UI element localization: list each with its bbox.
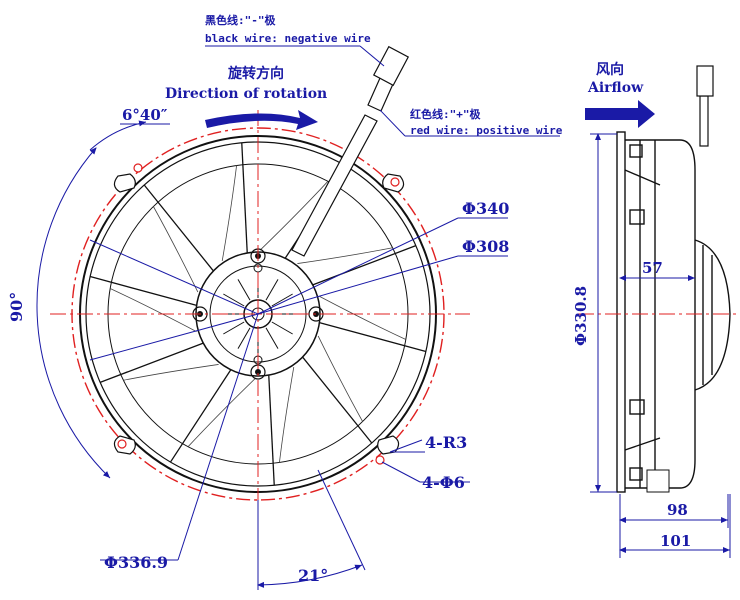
hub-bosses (192, 248, 324, 380)
angle-mount-arc (89, 120, 147, 151)
dia-330-label: Φ330.8 (572, 286, 590, 346)
blade (279, 366, 295, 463)
hub-rib (265, 279, 279, 301)
black-wire-en-label: black wire: negative wire (205, 32, 371, 45)
airflow-en-label: Airflow (587, 80, 644, 96)
blade (123, 364, 219, 381)
hole-leaders (381, 439, 470, 483)
red-wire-cn-label: 红色线:"+"极 (410, 107, 481, 121)
angle-21-label: 21° (298, 566, 328, 585)
blade (187, 377, 257, 447)
spoke (268, 375, 275, 486)
red-wire-en-label: red wire: positive wire (410, 124, 563, 137)
angle-mount-label: 6°40″ (122, 106, 168, 124)
spoke (241, 142, 248, 253)
spoke (99, 342, 204, 383)
spoke (312, 245, 417, 286)
blade (221, 165, 237, 262)
depth-57-label: 57 (642, 259, 663, 277)
hub-rib (271, 293, 293, 307)
dia-336-label: Φ336.9 (104, 553, 168, 572)
hub-rib (271, 321, 293, 335)
spoke (143, 184, 214, 272)
angle-90-label: 90° (7, 292, 26, 322)
dia-340-label: Φ340 (462, 199, 509, 218)
hub-rib (223, 293, 245, 307)
angle-21-arc (257, 564, 363, 588)
blade (110, 288, 197, 332)
center-lines (50, 110, 470, 520)
dia-308-label: Φ308 (462, 237, 509, 256)
spoke (302, 356, 373, 444)
blade (259, 181, 329, 251)
hub-rib (237, 279, 251, 301)
depth-101-label: 101 (660, 532, 691, 550)
depth-98-label: 98 (667, 501, 688, 519)
airflow-cn-label: 风向 (596, 61, 624, 78)
blade (319, 296, 406, 340)
blades (110, 165, 406, 463)
blade (297, 247, 393, 264)
blade (153, 206, 199, 293)
diameter-leaders (89, 217, 508, 561)
front-wire-harness (291, 45, 410, 257)
angle-90-arc (36, 147, 111, 479)
mounting-tabs (113, 163, 405, 465)
spoke (169, 369, 232, 463)
front-view (50, 45, 470, 520)
side-view: 风向 Airflow (572, 61, 740, 558)
radius-label: 4-R3 (425, 433, 467, 452)
wire-leaders (205, 45, 560, 137)
hub-rib (265, 327, 279, 349)
holes-label: 4-Φ6 (422, 473, 465, 492)
rotation-en-label: Direction of rotation (165, 86, 327, 102)
hub-rib (223, 321, 245, 335)
hub-rib (237, 327, 251, 349)
rotation-arrow-icon (205, 110, 318, 130)
spoke (89, 275, 197, 306)
black-wire-cn-label: 黑色线:"-"极 (205, 13, 276, 27)
airflow-arrow-icon (585, 100, 655, 128)
blade (317, 335, 363, 422)
spoke (319, 322, 427, 353)
rotation-cn-label: 旋转方向 (227, 65, 284, 82)
